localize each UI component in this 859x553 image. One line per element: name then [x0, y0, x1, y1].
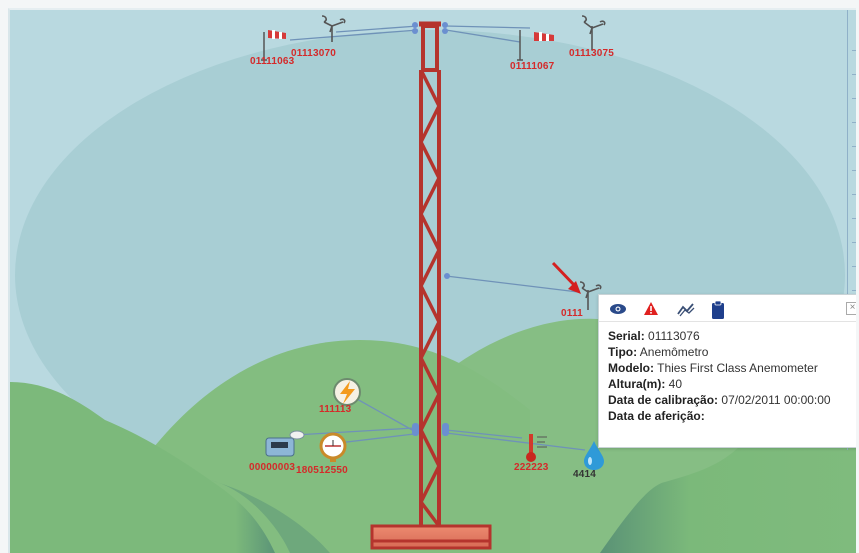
- detail-row: Data de aferição:: [608, 408, 856, 424]
- tower-brace: [419, 357, 441, 395]
- barometer-icon[interactable]: [319, 432, 347, 462]
- tower-base: [370, 524, 492, 550]
- anemometer-icon[interactable]: [321, 15, 346, 42]
- sensor-label[interactable]: 111113: [319, 404, 352, 415]
- tower-brace: [419, 69, 441, 107]
- tower-brace: [419, 393, 441, 431]
- close-button[interactable]: ×: [846, 302, 856, 315]
- tower-brace: [419, 249, 441, 287]
- water-drop-icon[interactable]: [584, 441, 604, 470]
- tower-brace: [419, 141, 441, 179]
- detail-row: Tipo: Anemômetro: [608, 344, 856, 360]
- detail-value: 07/02/2011 00:00:00: [721, 393, 831, 407]
- scene-background: [10, 15, 856, 553]
- view-icon[interactable]: [609, 301, 626, 317]
- ruler-tick: [852, 98, 856, 99]
- detail-row: Altura(m): 40: [608, 376, 856, 392]
- detail-key: Data de aferição:: [608, 409, 705, 423]
- met-tower: [419, 21, 441, 528]
- detail-value: Thies First Class Anemometer: [657, 361, 818, 375]
- tower-brace: [419, 500, 441, 528]
- chart-icon[interactable]: [677, 301, 695, 317]
- sensor-label[interactable]: 01111067: [510, 61, 555, 72]
- detail-key: Modelo:: [608, 361, 654, 375]
- alert-icon[interactable]: [643, 301, 659, 317]
- ruler-tick: [852, 50, 856, 51]
- ruler-tick: [852, 266, 856, 267]
- detail-row: Serial: 01113076: [608, 328, 856, 344]
- tower-brace: [419, 429, 441, 467]
- ruler-tick: [852, 74, 856, 75]
- hill-mid-valley: [210, 480, 330, 553]
- detail-key: Data de calibração:: [608, 393, 719, 407]
- detail-key: Serial:: [608, 329, 645, 343]
- tower-brace: [419, 213, 441, 251]
- clipboard-icon[interactable]: [711, 300, 727, 319]
- sensor-label[interactable]: 0111: [561, 308, 583, 319]
- ruler-tick: [852, 218, 856, 219]
- thermometer-icon[interactable]: [526, 434, 547, 462]
- sensor-label[interactable]: 180512550: [296, 465, 348, 476]
- sensor-label[interactable]: 222223: [514, 462, 549, 473]
- sensor-label[interactable]: 01113070: [291, 48, 336, 59]
- anemometer-icon-selected[interactable]: [579, 281, 602, 310]
- tower-brace: [419, 465, 441, 503]
- sensor-label[interactable]: 01113075: [569, 48, 614, 59]
- wind-vane-icon[interactable]: [261, 30, 286, 61]
- detail-row: Data de calibração: 07/02/2011 00:00:00: [608, 392, 856, 408]
- ruler-tick: [852, 122, 856, 123]
- detail-key: Tipo:: [608, 345, 638, 359]
- popup-toolbar: ×: [599, 295, 856, 322]
- ruler-tick: [852, 146, 856, 147]
- tower-brace: [419, 321, 441, 359]
- anemometer-icon[interactable]: [581, 15, 606, 50]
- detail-value: 40: [668, 377, 683, 391]
- sensor-label[interactable]: 00000003: [249, 462, 296, 473]
- tower-brace: [419, 177, 441, 215]
- tower-diagram-canvas: 01111063 01113070 01111067 01113075 0111…: [8, 8, 856, 553]
- ruler-tick: [852, 194, 856, 195]
- ruler-tick: [852, 242, 856, 243]
- selection-arrow-icon: [551, 261, 581, 294]
- detail-value: 01113076: [648, 329, 700, 343]
- cable-connectors: [412, 22, 450, 436]
- datalogger-icon[interactable]: [265, 430, 305, 457]
- sensor-label[interactable]: 4414: [573, 469, 597, 480]
- hill-left-fill: [10, 382, 150, 553]
- power-sensor-icon[interactable]: [333, 378, 361, 406]
- cables: [289, 25, 586, 451]
- tower-brace: [419, 105, 441, 143]
- detail-value: Anemômetro: [639, 345, 709, 359]
- hill-right: [600, 446, 856, 553]
- detail-row: Modelo: Thies First Class Anemometer: [608, 360, 856, 376]
- wind-vane-icon[interactable]: [517, 30, 554, 61]
- ruler-tick: [852, 290, 856, 291]
- tower-brace: [419, 285, 441, 323]
- detail-key: Altura(m):: [608, 377, 666, 391]
- ruler-tick: [852, 170, 856, 171]
- sensor-label[interactable]: 01111063: [250, 56, 295, 67]
